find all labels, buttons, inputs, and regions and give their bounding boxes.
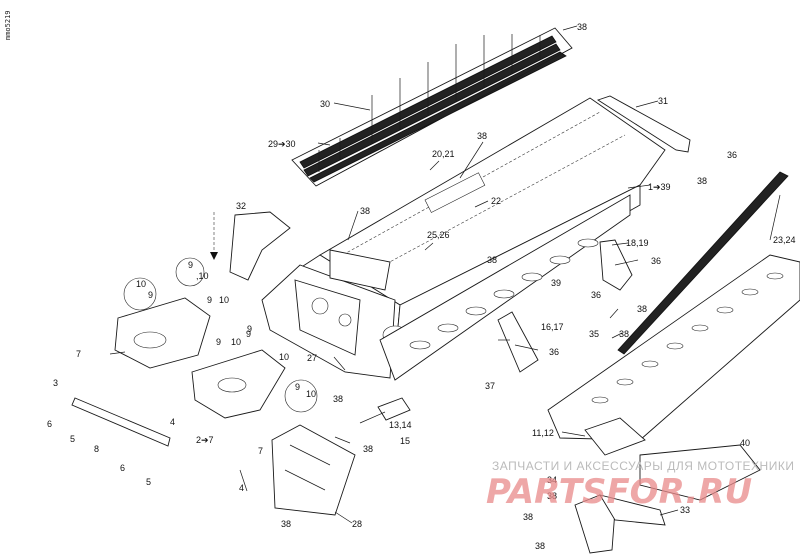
callout-9: 9 (247, 324, 252, 334)
watermark: ЗАПЧАСТИ И АКСЕССУАРЫ ДЛЯ МОТОТЕХНИКИ PA… (486, 459, 794, 512)
callout-38: 38 (281, 519, 291, 529)
callout-15: 15 (400, 436, 410, 446)
callout-9: 9 (216, 337, 221, 347)
callout-16-17: 16,17 (541, 322, 564, 332)
belly-pan-part (639, 444, 761, 501)
callout-4: 4 (170, 417, 175, 427)
hardware-detail-circles (123, 257, 318, 413)
callout-23-24: 23,24 (773, 235, 796, 245)
diagram-side-code: mmo5219 (4, 10, 12, 40)
callout-13-14: 13,14 (389, 420, 412, 430)
callout-38: 38 (523, 512, 533, 522)
running-board-part (291, 27, 573, 187)
callout-20-21: 20,21 (432, 149, 455, 159)
callout-38: 38 (535, 541, 545, 551)
callout-3: 3 (53, 378, 58, 388)
bracket-32-part (229, 211, 291, 281)
callout-9: 9 (207, 295, 212, 305)
callout-30: 30 (320, 99, 330, 109)
callout-34: 34 (547, 475, 557, 485)
callout-38: 38 (637, 304, 647, 314)
heat-exchanger-part (271, 424, 356, 516)
callout-1-39: 1➔39 (648, 182, 671, 192)
callout-38: 38 (487, 255, 497, 265)
callout-6: 6 (120, 463, 125, 473)
bottom-rail-part (71, 397, 171, 447)
callout-7: 7 (76, 349, 81, 359)
watermark-text: ЗАПЧАСТИ И АКСЕССУАРЫ ДЛЯ МОТОТЕХНИКИ (492, 459, 794, 473)
callout-38: 38 (333, 394, 343, 404)
callout-25-26: 25,26 (427, 230, 450, 240)
callout-10: 10 (279, 352, 289, 362)
callout-33: 33 (680, 505, 690, 515)
callout-5: 5 (70, 434, 75, 444)
callout-40: 40 (740, 438, 750, 448)
bracket-16-17-part (497, 311, 539, 373)
front-support-left-part (114, 297, 211, 369)
front-bulkhead-part (261, 249, 408, 379)
callout-10: 10 (219, 295, 229, 305)
callout-22: 22 (491, 196, 501, 206)
direction-arrow (210, 212, 218, 260)
callout-labels: 38 30 29➔30 31 38 20,21 36 38 1➔39 32 38… (47, 22, 796, 551)
callout-38: 38 (477, 131, 487, 141)
callout-7: 7 (258, 446, 263, 456)
callout-38: 38 (697, 176, 707, 186)
gusset-bracket-part (584, 417, 646, 456)
callout-38: 38 (619, 329, 629, 339)
callout-10: 10 (136, 279, 146, 289)
callout-4: 4 (239, 483, 244, 493)
lower-support-part (191, 349, 286, 419)
callout-9: 9 (246, 329, 251, 339)
leader-lines (109, 25, 781, 524)
rear-bumper-rail-part (596, 95, 691, 153)
callout-8: 8 (94, 444, 99, 454)
callout-11-12: 11,12 (532, 428, 554, 438)
tunnel-side-rail-part (379, 194, 631, 381)
side-panel-part (547, 254, 800, 441)
callout-38: 38 (360, 206, 370, 216)
rear-bracket-part (574, 494, 666, 554)
callout-29-30: 29➔30 (268, 139, 296, 149)
callout-10: 10 (306, 389, 316, 399)
callout-9: 9 (295, 382, 300, 392)
callout-5: 5 (146, 477, 151, 487)
callout-10: 10 (231, 337, 241, 347)
callout-38: 38 (547, 491, 557, 501)
callout-36: 36 (651, 256, 661, 266)
callout-38: 38 (363, 444, 373, 454)
callout-31: 31 (658, 96, 668, 106)
callout-35: 35 (589, 329, 599, 339)
callout-18-19: 18,19 (626, 238, 649, 248)
callout-6: 6 (47, 419, 52, 429)
watermark-logo: PARTSFOR.RU (486, 472, 752, 512)
callout-28: 28 (352, 519, 362, 529)
callout-2-7: 2➔7 (196, 435, 214, 445)
callout-36: 36 (549, 347, 559, 357)
callout-9: 9 (148, 290, 153, 300)
callout-27: 27 (307, 353, 317, 363)
plate-13-14-part (377, 397, 411, 421)
side-strip-part (617, 171, 789, 355)
callout-36: 36 (727, 150, 737, 160)
callout-37: 37 (485, 381, 495, 391)
callout-9: 9 (188, 260, 193, 270)
callout-38: 38 (577, 22, 587, 32)
callout-10: ,10 (196, 271, 209, 281)
callout-36: 36 (591, 290, 601, 300)
callout-32: 32 (236, 201, 246, 211)
callout-39: 39 (551, 278, 561, 288)
